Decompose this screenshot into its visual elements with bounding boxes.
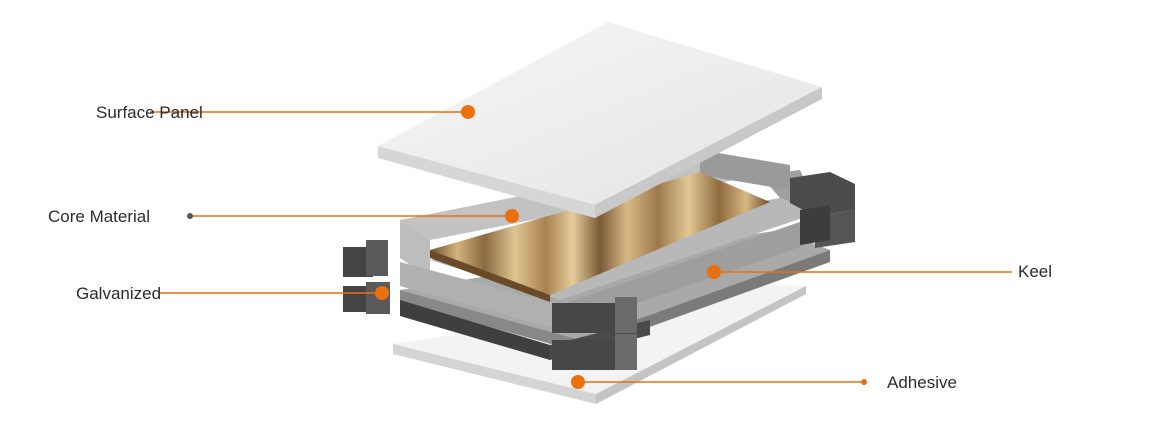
leader-adhesive	[571, 375, 867, 389]
marker-dot	[861, 379, 867, 385]
label-galvanized: Galvanized	[76, 284, 162, 303]
marker-dot	[187, 213, 193, 219]
marker-dot	[461, 105, 475, 119]
marker-dot	[571, 375, 585, 389]
leader-core-material	[187, 209, 519, 223]
label-core-material: Core Material	[48, 207, 151, 226]
marker-dot	[375, 286, 389, 300]
marker-dot	[505, 209, 519, 223]
leader-galvanized	[160, 286, 389, 300]
surface-panel	[378, 22, 822, 218]
leader-keel	[707, 265, 1012, 279]
galvanized-corner-left	[343, 240, 390, 314]
label-adhesive: Adhesive	[887, 373, 957, 392]
label-surface-panel: Surface Panel	[96, 103, 203, 122]
galvanized-corner-right	[790, 172, 855, 248]
leader-surface-panel	[150, 105, 475, 119]
galvanized-corner-front	[552, 297, 637, 370]
label-keel: Keel	[1018, 262, 1053, 281]
marker-dot	[707, 265, 721, 279]
core-material-block	[430, 172, 770, 302]
